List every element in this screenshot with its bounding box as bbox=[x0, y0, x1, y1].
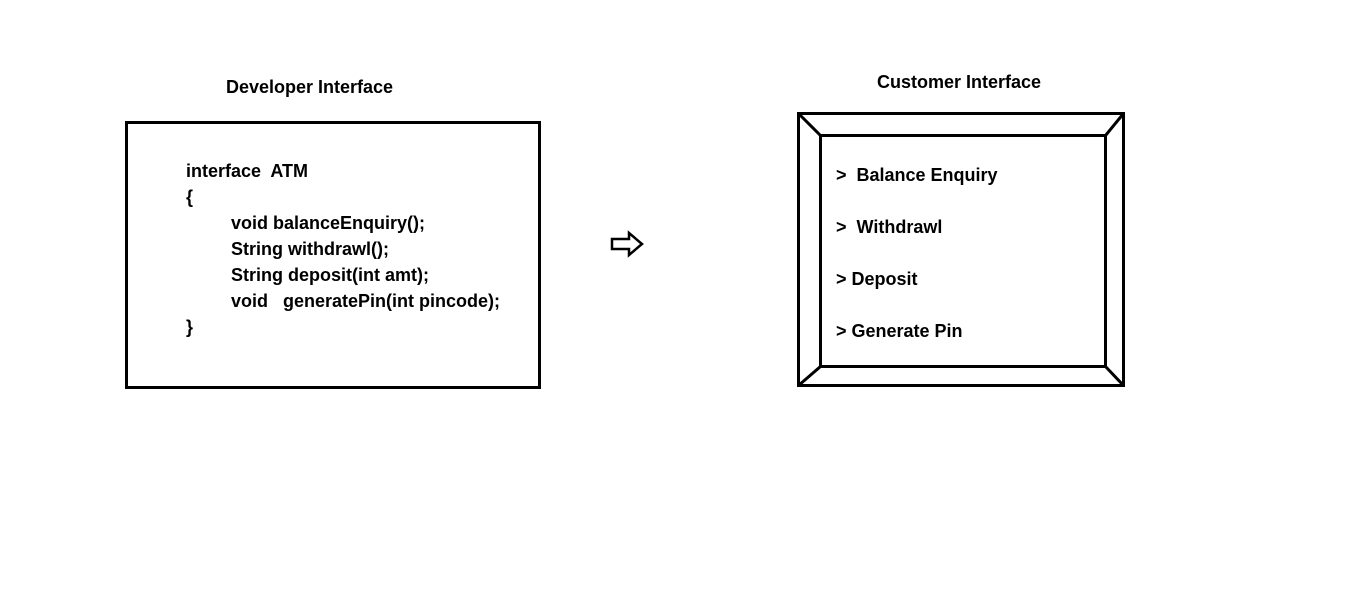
menu-item-withdrawl[interactable]: > Withdrawl bbox=[836, 217, 943, 237]
code-line-withdrawl: String withdrawl(); bbox=[231, 239, 389, 259]
developer-interface-title: Developer Interface bbox=[226, 77, 394, 97]
code-line-deposit: String deposit(int amt); bbox=[231, 265, 429, 285]
code-line-generate-pin: void generatePin(int pincode); bbox=[231, 291, 501, 311]
menu-item-balance-enquiry[interactable]: > Balance Enquiry bbox=[836, 165, 998, 185]
code-line-balance-enquiry: void balanceEnquiry(); bbox=[231, 213, 426, 233]
right-arrow-outline-icon bbox=[610, 230, 644, 258]
code-line-close-brace: } bbox=[186, 317, 194, 337]
menu-item-generate-pin[interactable]: > Generate Pin bbox=[836, 321, 963, 341]
menu-item-deposit[interactable]: > Deposit bbox=[836, 269, 918, 289]
customer-interface-title: Customer Interface bbox=[877, 72, 1042, 92]
code-line-interface-decl: interface ATM bbox=[186, 161, 309, 181]
developer-interface-box bbox=[125, 121, 541, 389]
code-line-open-brace: { bbox=[186, 187, 194, 207]
customer-interface-frame bbox=[797, 112, 1125, 387]
